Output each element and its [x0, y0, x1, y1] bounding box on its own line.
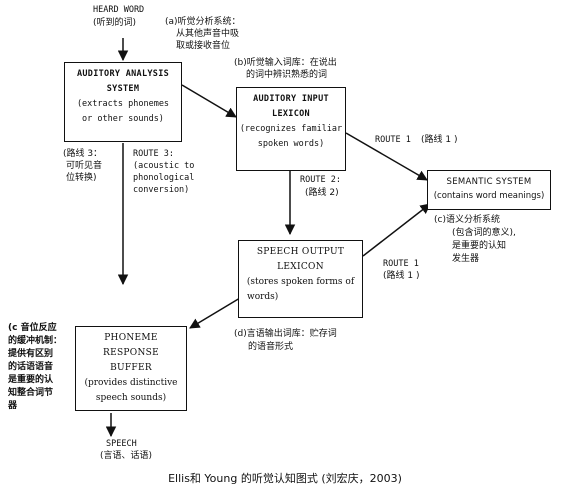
note-e-line3: 提供有区别	[8, 349, 54, 359]
figure-caption: Ellis和 Young 的听觉认知图式 (刘宏庆，2003)	[168, 472, 402, 485]
arrow-analysis-to-input	[181, 84, 237, 118]
route3-line1: ROUTE 3:	[133, 149, 174, 159]
note-a-line3: 取或接收音位	[176, 41, 231, 51]
note-b-line2: 的词中辨识熟悉的词	[246, 70, 328, 80]
note-d-line2: 的语音形式	[248, 342, 294, 352]
route3-zh-line1: (路线 3：	[63, 149, 103, 159]
note-e-line2: 的缓冲机制：	[8, 336, 63, 346]
note-a-line1: (a)听觉分析系统：	[165, 17, 241, 27]
note-a-line2: 从其他声音中吸	[176, 29, 240, 39]
route1-bottom-zh: (路线 1 )	[383, 271, 420, 281]
note-c-line3: 是重要的认知	[452, 241, 507, 251]
route3-line4: conversion)	[133, 185, 190, 195]
speech-output-lexicon-box: SPEECH OUTPUT LEXICON (stores spoken for…	[238, 240, 363, 318]
route3-zh-line3: 位转换)	[66, 173, 97, 183]
auditory-input-desc1: (recognizes familiar	[239, 124, 343, 134]
speech-label: SPEECH	[106, 439, 137, 449]
route2-label: ROUTE 2:	[300, 175, 341, 185]
heard-word-label: HEARD WORD	[93, 5, 145, 15]
semantic-desc: (contains word meanings)	[433, 191, 545, 201]
arrow-output-to-phoneme	[189, 297, 241, 329]
auditory-input-title1: AUDITORY INPUT	[253, 94, 329, 104]
note-d-line1: (d)言语输出词库：贮存词	[234, 329, 337, 339]
route1-bottom-label: ROUTE 1	[383, 259, 419, 269]
route1-top-label: ROUTE 1	[375, 135, 411, 145]
speech-zh: (言语、话语)	[100, 451, 153, 461]
route3-line3: phonological	[133, 173, 195, 183]
note-c-line4: 发生器	[452, 254, 480, 264]
note-e-line5: 是重要的认	[8, 375, 54, 385]
phoneme-desc2: speech sounds)	[95, 393, 167, 403]
route3-line2: (acoustic to	[133, 161, 195, 171]
phoneme-title2: BUFFER	[110, 363, 152, 373]
route2-zh: (路线 2)	[305, 188, 339, 198]
route1-top-zh: (路线 1 )	[421, 135, 458, 145]
auditory-analysis-title2: SYSTEM	[106, 84, 140, 94]
route3-zh-line2: 可听见音	[66, 161, 103, 171]
heard-word-zh: (听到的词)	[93, 18, 137, 28]
note-e-line6: 知整合词节	[8, 388, 54, 398]
speech-output-title2: LEXICON	[277, 262, 324, 272]
note-e-line1: (c 音位反应	[8, 323, 57, 333]
note-e-line4: 的话语语音	[8, 362, 54, 372]
auditory-analysis-system-box: AUDITORY ANALYSIS SYSTEM (extracts phone…	[64, 62, 182, 142]
arrow-output-to-semantic	[362, 203, 431, 257]
note-e-line7: 器	[8, 401, 18, 411]
speech-output-desc2: words)	[247, 292, 279, 302]
phoneme-desc1: (provides distinctive	[84, 378, 178, 388]
note-c-line2: (包含词的意义),	[452, 228, 516, 238]
note-b-line1: (b)听觉输入词库：在说出	[234, 58, 337, 68]
auditory-input-desc2: spoken words)	[257, 139, 325, 149]
auditory-input-lexicon-box: AUDITORY INPUT LEXICON (recognizes famil…	[236, 87, 346, 171]
auditory-analysis-desc2: or other sounds)	[82, 114, 164, 124]
auditory-input-title2: LEXICON	[272, 109, 310, 119]
auditory-analysis-title1: AUDITORY ANALYSIS	[76, 69, 170, 79]
phoneme-title1: PHONEME RESPONSE	[103, 333, 159, 358]
note-c-line1: (c)语义分析系统	[434, 215, 500, 225]
phoneme-response-buffer-box: PHONEME RESPONSE BUFFER (provides distin…	[75, 326, 187, 411]
auditory-analysis-desc1: (extracts phonemes	[76, 99, 170, 109]
speech-output-desc1: (stores spoken forms of	[246, 277, 355, 287]
speech-output-title1: SPEECH OUTPUT	[256, 247, 345, 257]
semantic-system-box: SEMANTIC SYSTEM (contains word meanings)	[427, 170, 551, 210]
semantic-title: SEMANTIC SYSTEM	[446, 177, 532, 187]
arrow-input-to-semantic	[345, 132, 428, 181]
